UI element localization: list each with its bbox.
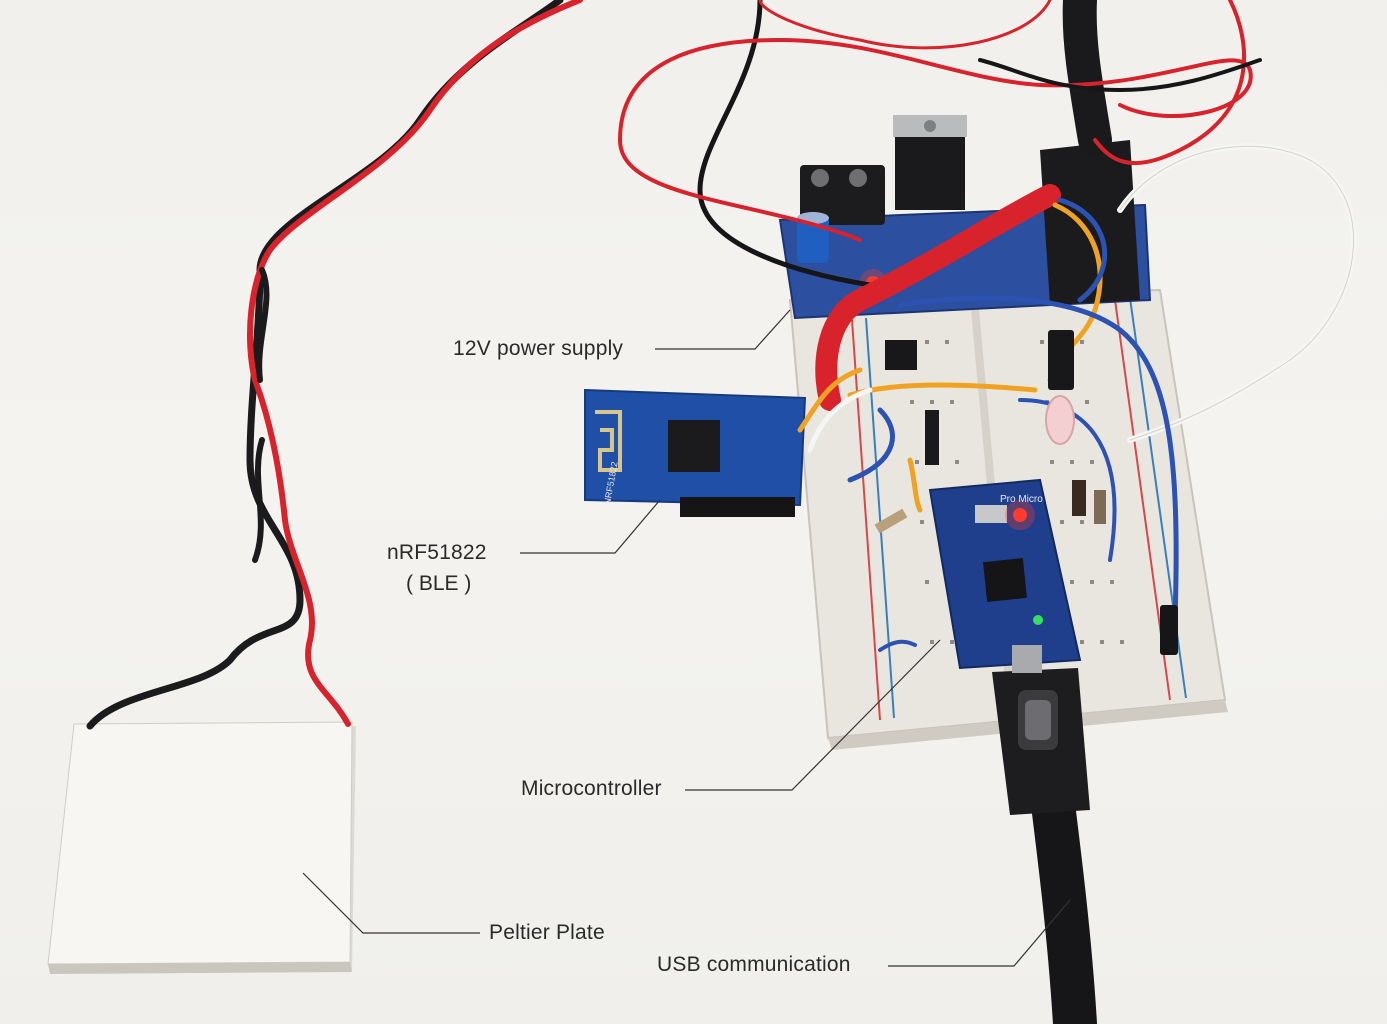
leader-usb [888,899,1071,967]
peltier-wires [86,0,583,730]
dc-power-cable [1062,0,1112,157]
pro-micro-marking: Pro Micro [1000,494,1043,505]
leader-microcontroller [685,639,941,791]
label-ble-module: nRF51822 [387,541,487,564]
pro-micro-board: Pro Micro [928,478,1082,670]
power-wires [617,0,1262,411]
jumper-wires [797,143,1357,655]
label-ble-module-sub: ( BLE ) [406,572,472,595]
leader-peltier [302,872,480,934]
leader-power-supply [655,309,791,350]
leader-lines [302,309,1071,967]
label-microcontroller: Microcontroller [521,777,662,800]
power-supply-board [778,115,1152,320]
ble-module: NRF51822 [584,388,807,517]
leader-ble-module [520,499,661,554]
components [874,330,1106,534]
usb-cable [992,645,1097,1024]
label-peltier: Peltier Plate [489,921,605,944]
label-usb: USB communication [657,953,851,976]
peltier-plate [47,721,356,974]
label-power-supply: 12V power supply [453,337,624,360]
